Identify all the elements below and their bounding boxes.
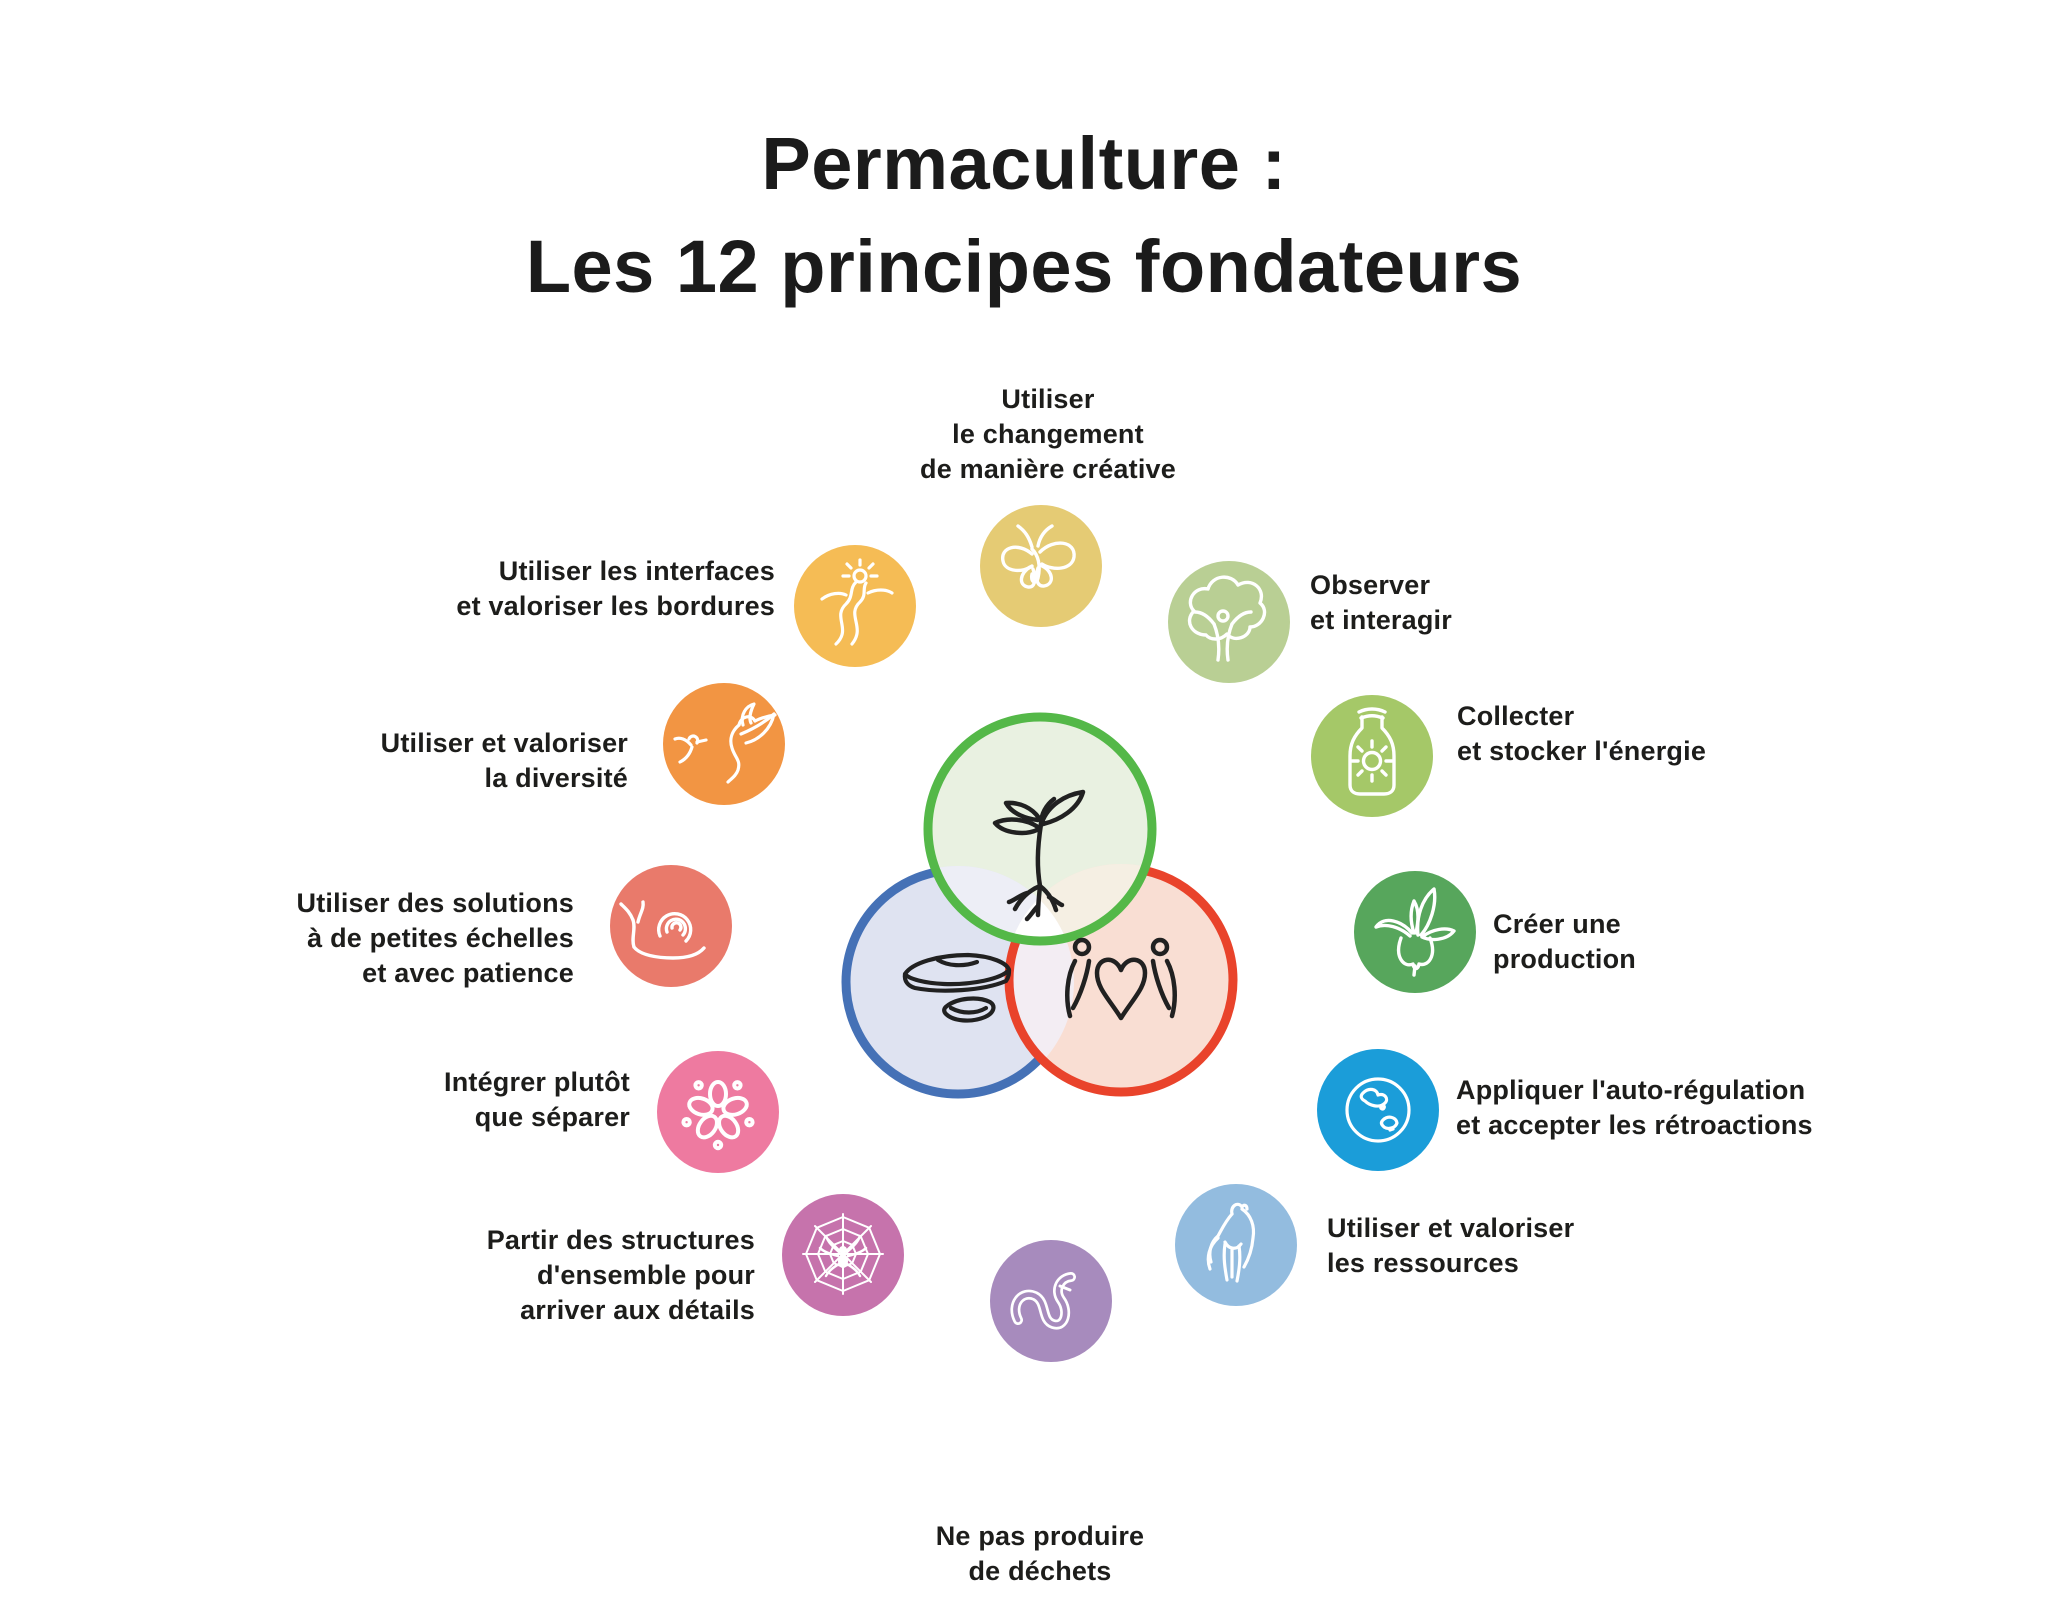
principle-label-observer: Observer et interagir (1310, 570, 1452, 635)
principle-label-changement: Utiliser le changement de manière créati… (920, 384, 1176, 484)
principle-label-interfaces: Utiliser les interfaces et valoriser les… (456, 556, 775, 621)
spider-web-icon (802, 1213, 884, 1295)
tree-person-icon (1187, 575, 1267, 662)
principle-circle-changement (980, 505, 1102, 627)
hummingbirds-icon (673, 702, 777, 784)
bubbles-icon (681, 1080, 755, 1151)
principle-circle-observer (1168, 561, 1290, 683)
principle-label-collecter: Collecter et stocker l'énergie (1457, 701, 1707, 766)
principle-label-integrer: Intégrer plutôt que séparer (444, 1067, 630, 1132)
principle-circle-diversite (663, 683, 785, 805)
globe-icon (1345, 1077, 1411, 1143)
horse-icon (1206, 1202, 1256, 1283)
principle-circle-ressources (1175, 1184, 1297, 1306)
seedling-icon (992, 789, 1086, 922)
snail-icon (619, 900, 706, 960)
venn-ring-green (923, 712, 1157, 946)
worm-icon (1010, 1272, 1076, 1330)
title-line-1: Permaculture : (761, 122, 1287, 205)
title-line-2: Les 12 principes fondateurs (525, 225, 1523, 308)
principle-label-dechets: Ne pas produire de déchets (935, 1521, 1145, 1586)
page-title: Permaculture : Les 12 principes fondateu… (0, 112, 2048, 318)
radish-icon (1374, 887, 1456, 977)
river-sun-icon (820, 558, 894, 646)
principle-circle-structures (782, 1194, 904, 1316)
principle-circle-autoregulation (1317, 1049, 1439, 1171)
people-heart-icon (1065, 937, 1177, 1021)
principle-label-autoregulation: Appliquer l'auto-régulation et accepter … (1456, 1075, 1813, 1140)
principle-circle-solutions (610, 865, 732, 987)
principle-label-production: Créer une production (1493, 909, 1636, 974)
principle-label-diversite: Utiliser et valoriser la diversité (380, 728, 628, 793)
principle-circle-production (1354, 871, 1476, 993)
bottle-sun-icon (1348, 707, 1396, 796)
principle-circle-integrer (657, 1051, 779, 1173)
principle-circle-collecter (1311, 695, 1433, 817)
principle-circle-dechets (990, 1240, 1112, 1362)
principle-label-ressources: Utiliser et valoriser les ressources (1327, 1213, 1575, 1278)
moth-icon (1001, 524, 1076, 589)
venn-overlap-green-blue (924, 866, 1074, 945)
principle-label-solutions: Utiliser des solutions à de petites éche… (296, 888, 574, 988)
principle-circle-interfaces (794, 545, 916, 667)
venn-overlap-green-red (1005, 864, 1156, 945)
flint-stones-icon (902, 952, 1012, 1023)
principle-label-structures: Partir des structures d'ensemble pour ar… (486, 1225, 755, 1325)
